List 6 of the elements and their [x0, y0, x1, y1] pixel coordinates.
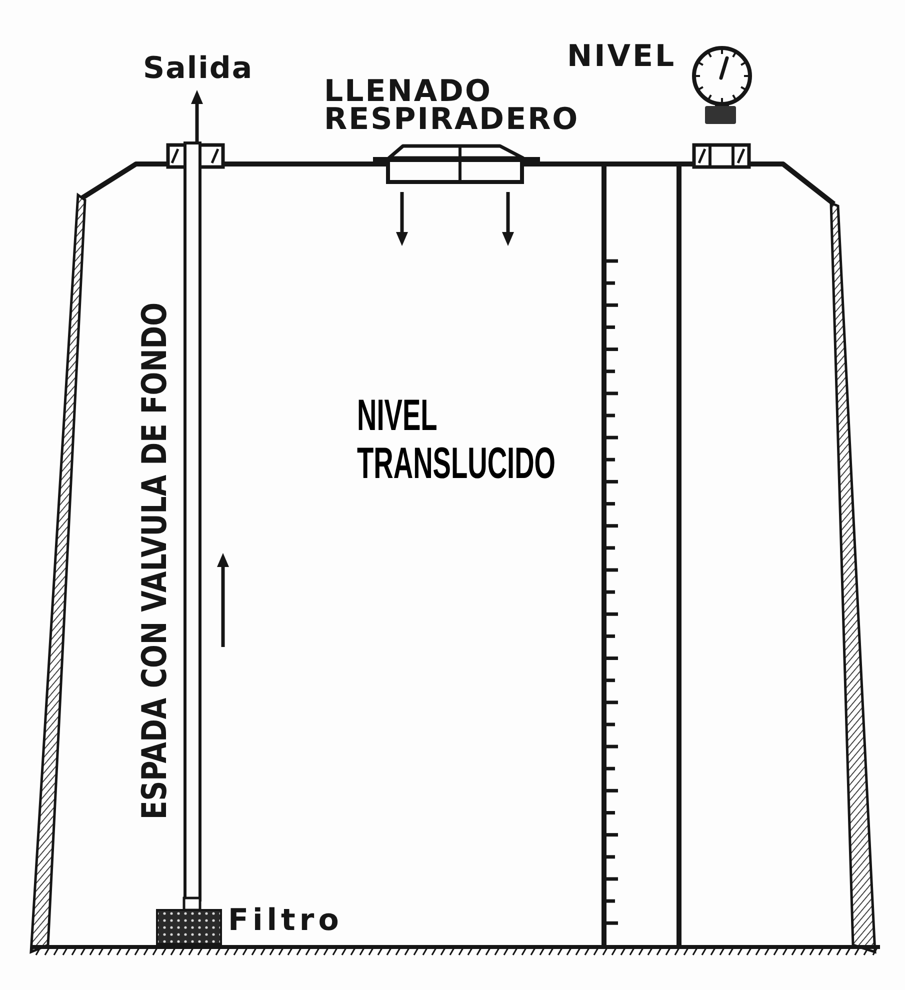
fill-vent-label: LLENADO RESPIRADERO — [324, 78, 580, 134]
outlet-label: Salida — [143, 54, 254, 84]
filter-label: Filtro — [228, 906, 343, 936]
gauge-label: NIVEL — [567, 42, 676, 72]
pipe-label: ESPADA CON VALVULA DE FONDO — [138, 302, 172, 820]
level-tube-label: NIVEL TRANSLUCIDO — [357, 392, 557, 488]
